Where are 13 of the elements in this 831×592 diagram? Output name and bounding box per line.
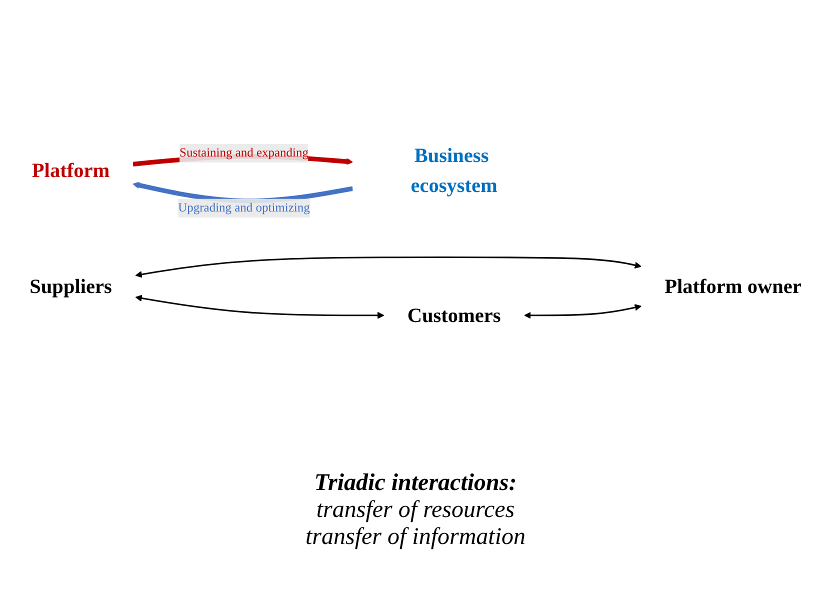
edge-label: Sustaining and expanding	[180, 146, 308, 160]
node-text: Platform owner	[664, 274, 802, 298]
note-text: transfer of resources	[315, 497, 516, 524]
arrow	[135, 256, 642, 278]
node-text: Suppliers	[30, 274, 112, 298]
note-heading: Triadic interactions:	[313, 470, 518, 497]
edge-label: Upgrading and optimizing	[178, 200, 310, 214]
node-text: Customers	[407, 304, 501, 326]
node-text: Business ecosystem	[410, 144, 498, 197]
arrow	[524, 304, 642, 319]
arrow	[135, 294, 384, 319]
note-text: transfer of information	[305, 524, 526, 551]
node-text: Platform	[32, 158, 110, 182]
